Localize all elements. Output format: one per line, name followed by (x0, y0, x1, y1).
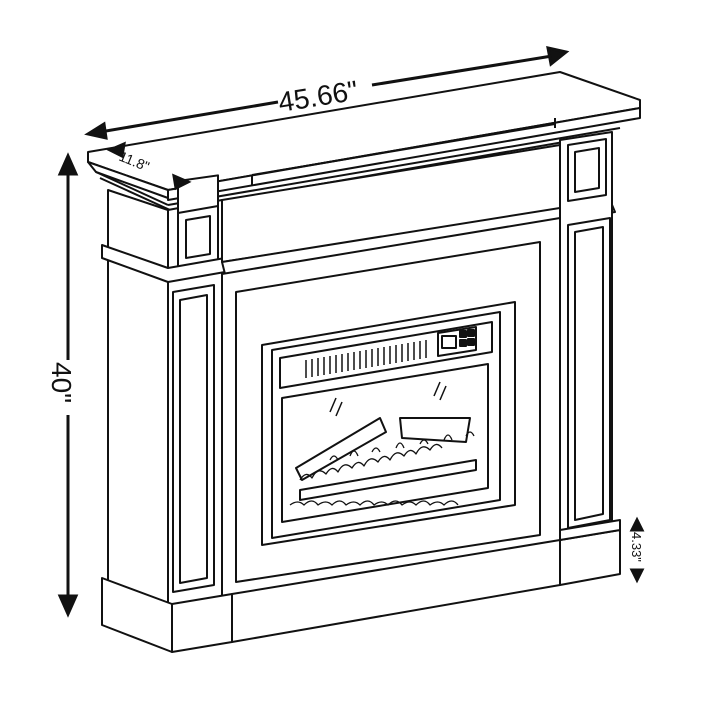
base-height-label: 4.33" (629, 532, 644, 562)
arrow-left-icon (84, 121, 108, 140)
arrow-right-icon (546, 46, 570, 67)
firebox-insert (271, 311, 501, 539)
plinth (101, 519, 621, 653)
left-column (101, 174, 226, 616)
arrow-down-icon (57, 594, 79, 618)
log-right (399, 417, 471, 443)
right-column (559, 131, 613, 549)
mantel-top (87, 71, 641, 211)
dimension-lines (57, 46, 645, 618)
arrow-up-icon (57, 152, 79, 176)
log-left (295, 417, 387, 481)
height-label: 40" (46, 362, 77, 403)
